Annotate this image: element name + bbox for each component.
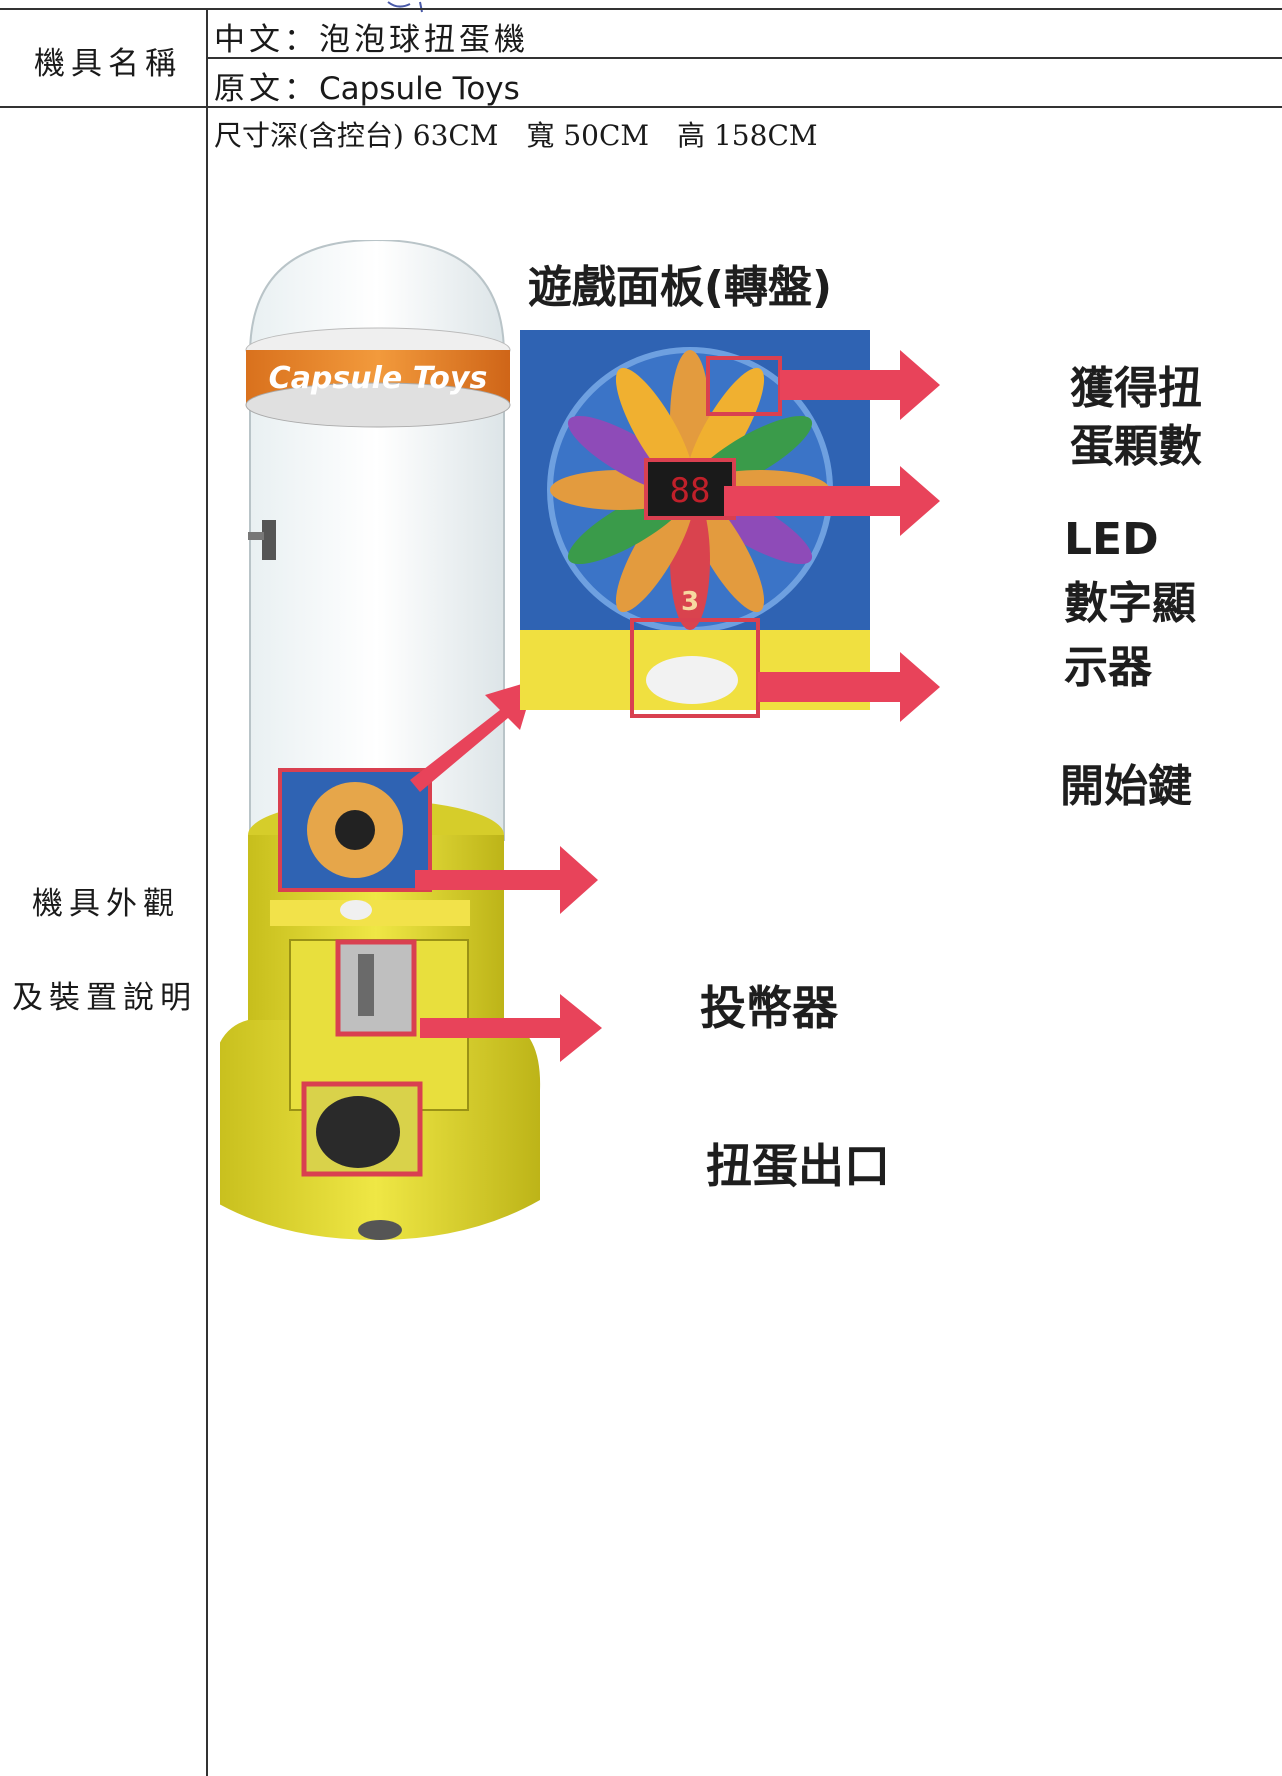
label-led-line2: 數字顯: [1064, 578, 1196, 629]
label-coin-acceptor: 投幣器: [700, 981, 838, 1035]
table-column-divider: [206, 8, 208, 1776]
machine-name-header: 機具名稱: [34, 46, 182, 82]
dimensions-text: 尺寸深(含控台) 63CM 寬 50CM 高 158CM: [214, 119, 818, 152]
table-row-divider-inner: [207, 57, 1282, 59]
capsule-machine-figure: Capsule Toys 遊戲面板(轉盤): [220, 240, 940, 1240]
label-capsule-exit: 扭蛋出口: [706, 1139, 890, 1193]
label-capsule-count-line1: 獲得扭: [1070, 363, 1202, 414]
chinese-name: 中文：泡泡球扭蛋機: [214, 22, 529, 58]
panel-title: 遊戲面板(轉盤): [528, 262, 832, 313]
original-name-value: Capsule Toys: [319, 71, 520, 107]
label-led-line1: LED: [1064, 514, 1159, 565]
label-led-display: LED 數字顯 示器: [1064, 508, 1196, 700]
appearance-header-line2: 及裝置說明: [12, 980, 197, 1016]
appearance-header-line1: 機具外觀: [32, 886, 180, 922]
table-row-divider: [0, 106, 1282, 108]
wheel-number: 3: [681, 587, 699, 617]
handwritten-mark: [387, 1, 423, 13]
table-top-border: [0, 8, 1282, 10]
label-capsule-count: 獲得扭 蛋顆數: [1070, 360, 1202, 476]
label-capsule-count-line2: 蛋顆數: [1070, 421, 1202, 472]
led-digits: 88: [670, 471, 711, 511]
original-name-prefix: 原文：: [214, 71, 319, 107]
machine-sign-text: Capsule Toys: [269, 361, 488, 396]
original-name: 原文：Capsule Toys: [214, 63, 520, 108]
label-led-line3: 示器: [1064, 642, 1152, 693]
label-start-button: 開始鍵: [1060, 761, 1192, 812]
